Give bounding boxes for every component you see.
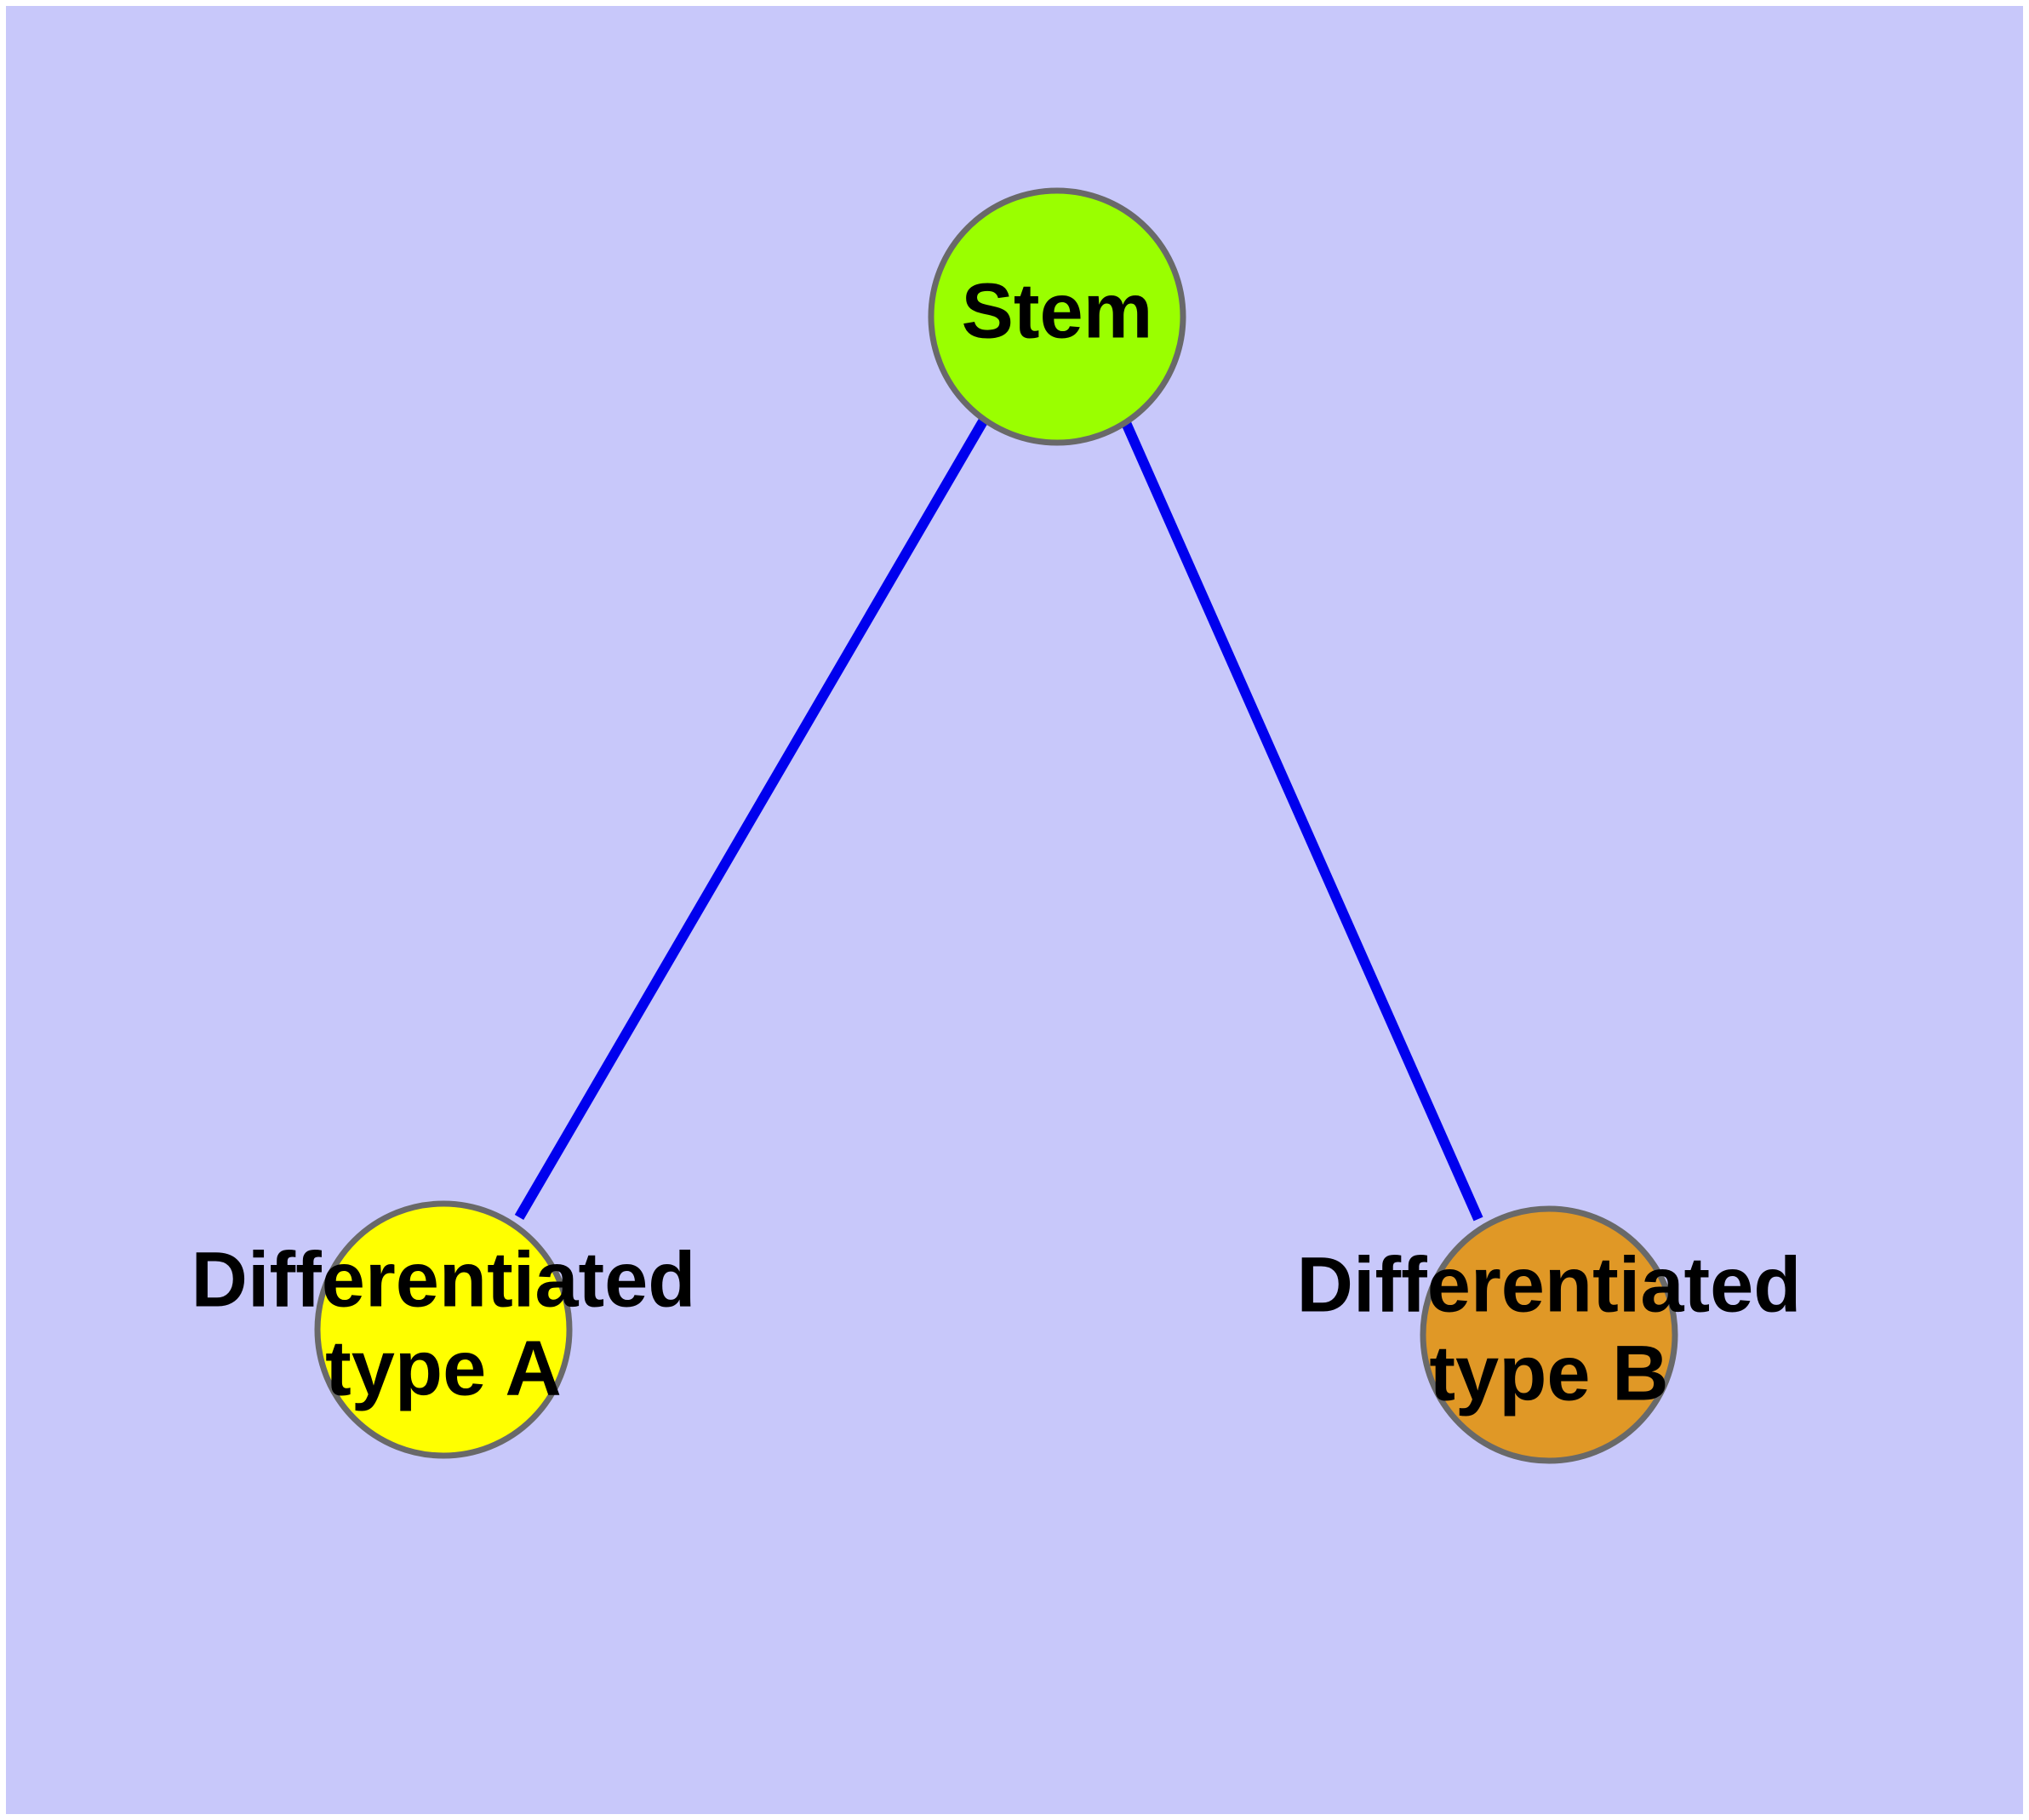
node-label-stem-line-0: Stem [962, 267, 1153, 354]
node-label-diff_b-line-0: Differentiated [1297, 1241, 1802, 1328]
node-label-diff_b-line-1: type B [1429, 1330, 1668, 1417]
edge-stem-diff_b[interactable] [1118, 415, 1483, 1222]
node-label-diff_a-line-1: type A [325, 1325, 562, 1411]
node-stem[interactable]: Stem [928, 187, 1186, 446]
edges-layer [514, 415, 1483, 1222]
node-circle-stem[interactable] [928, 187, 1186, 446]
node-circle-diff_b[interactable] [1420, 1205, 1678, 1464]
node-circle-diff_a[interactable] [314, 1200, 573, 1459]
node-label-diff_a-line-0: Differentiated [191, 1236, 696, 1323]
edge-stem-diff_a[interactable] [514, 418, 988, 1221]
